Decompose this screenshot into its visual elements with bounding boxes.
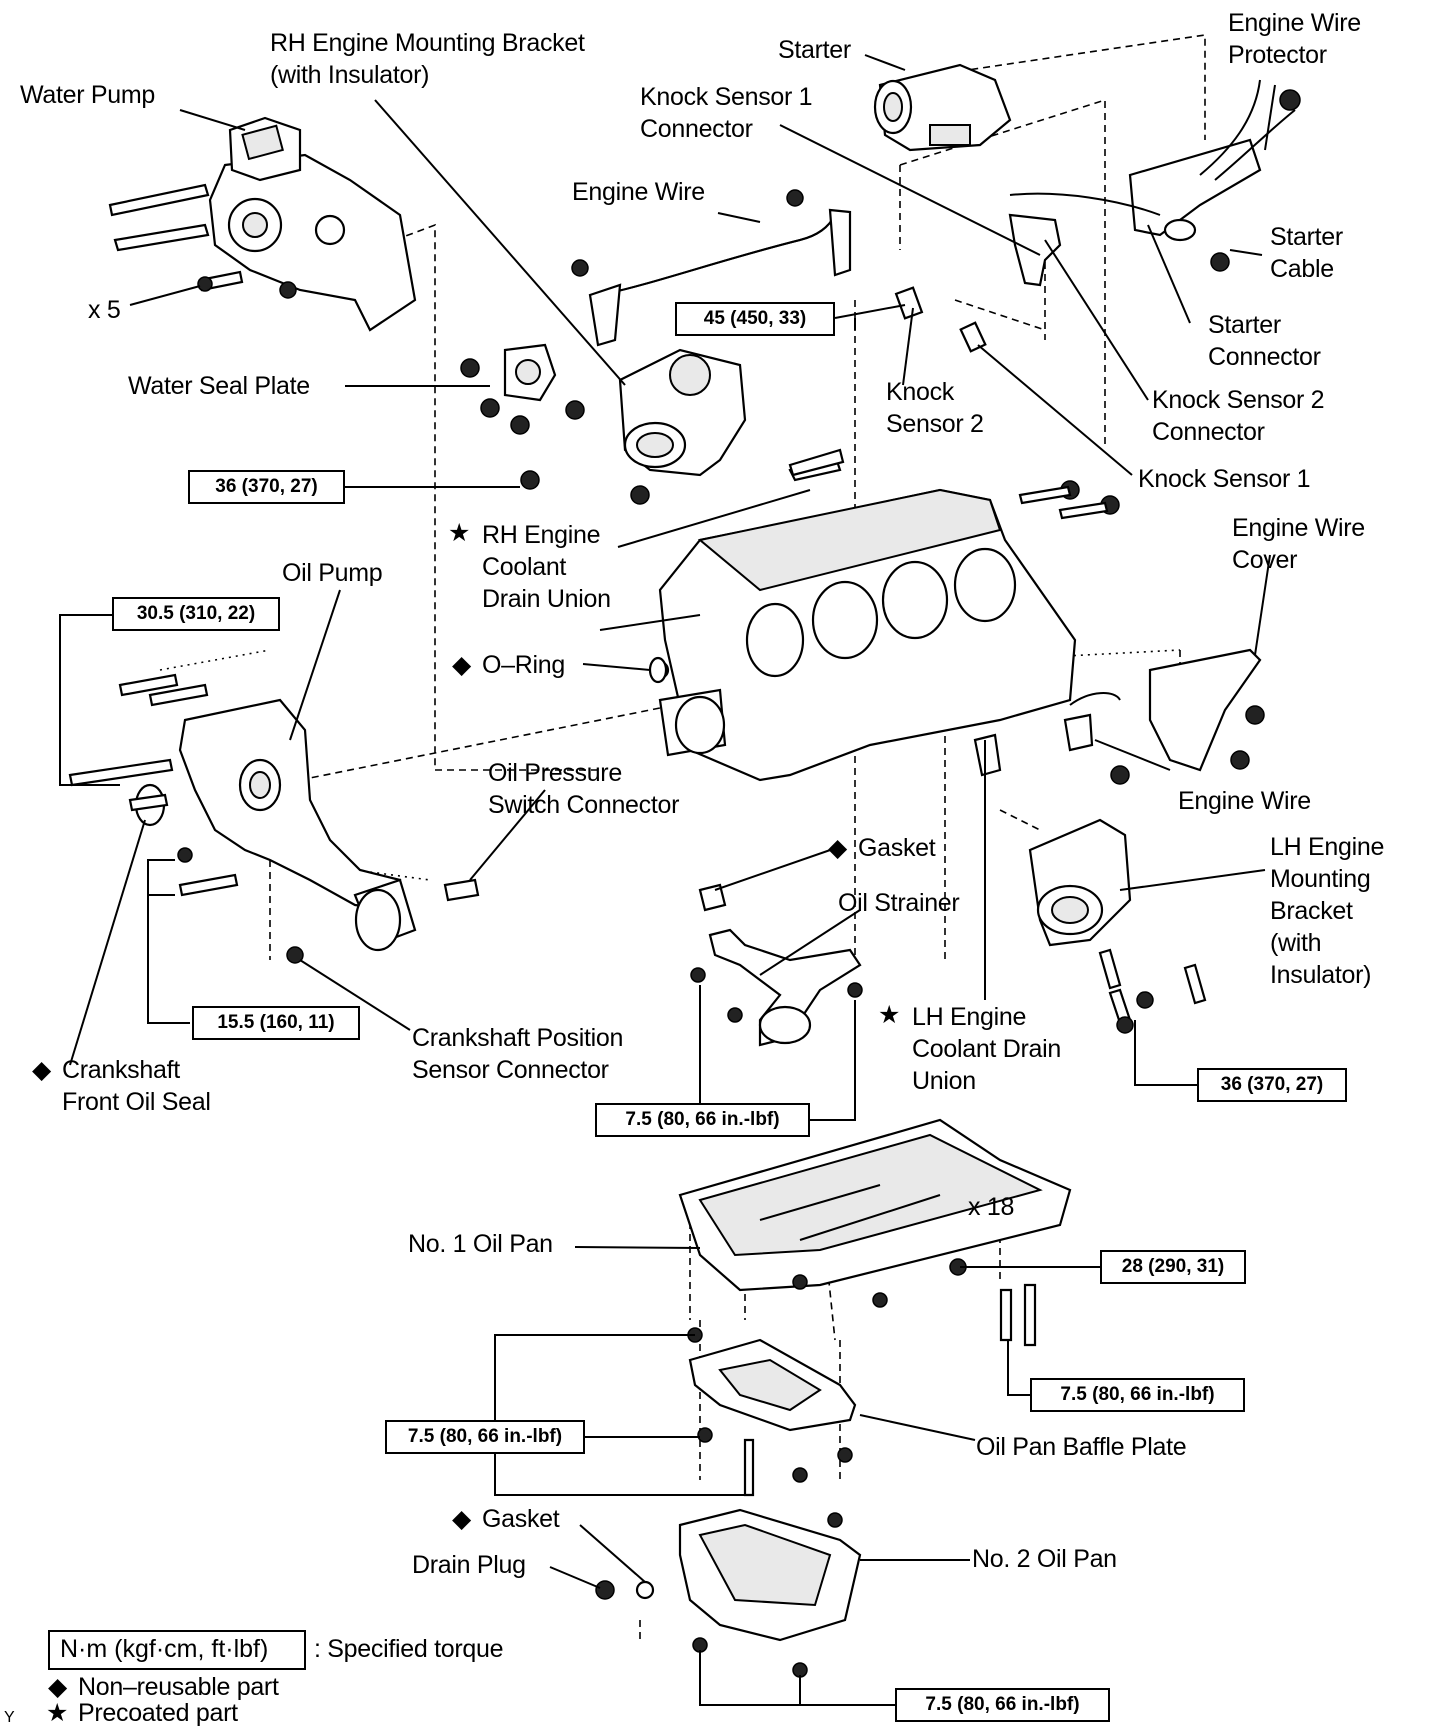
label-baffle-plate: Oil Pan Baffle Plate xyxy=(976,1433,1187,1461)
label-water-seal-plate: Water Seal Plate xyxy=(128,372,310,400)
label-gasket-bottom: Gasket xyxy=(482,1505,560,1533)
label-lh-coolant-line3: Union xyxy=(912,1067,976,1095)
label-lh-bracket-line4: (with xyxy=(1270,929,1322,957)
oil-pump-drawing xyxy=(68,673,480,964)
engine-wire-cover-drawing xyxy=(1063,648,1265,785)
label-rh-coolant-line3: Drain Union xyxy=(482,585,611,613)
lh-bracket-drawing xyxy=(1028,818,1207,1034)
label-starter-connector-line2: Connector xyxy=(1208,343,1321,371)
label-wire-cover-line2: Cover xyxy=(1232,546,1298,574)
label-oil-pressure-line2: Switch Connector xyxy=(488,791,680,819)
torque-36-rh: 36 (370, 27) xyxy=(188,470,345,504)
label-engine-wire-right: Engine Wire xyxy=(1178,787,1311,815)
torque-15-5: 15.5 (160, 11) xyxy=(192,1006,360,1040)
label-knock-sensor1: Knock Sensor 1 xyxy=(1138,465,1311,493)
torque-7-5-baffle: 7.5 (80, 66 in.-lbf) xyxy=(385,1420,585,1454)
engine-block-drawing xyxy=(599,453,1120,782)
torque-7-5-no2: 7.5 (80, 66 in.-lbf) xyxy=(895,1688,1110,1722)
label-ks2-connector-line2: Connector xyxy=(1152,418,1265,446)
water-seal-plate-drawing xyxy=(460,343,557,490)
label-rh-bracket-line1: RH Engine Mounting Bracket xyxy=(270,29,585,57)
legend-torque-desc: : Specified torque xyxy=(314,1635,504,1663)
label-ks2-connector-line1: Knock Sensor 2 xyxy=(1152,386,1325,414)
label-wire-protector-line1: Engine Wire xyxy=(1228,9,1361,37)
diamond-gasket-bottom: ◆ xyxy=(452,1505,471,1533)
label-lh-coolant-line1: LH Engine xyxy=(912,1003,1027,1031)
label-wire-protector-line2: Protector xyxy=(1228,41,1327,69)
corner-mark: Y xyxy=(4,1709,15,1726)
label-water-pump: Water Pump xyxy=(20,81,156,109)
label-knock-sensor2-line2: Sensor 2 xyxy=(886,410,984,438)
label-o-ring: O–Ring xyxy=(482,651,565,679)
torque-brackets xyxy=(59,304,1197,1706)
legend-star: ★ xyxy=(46,1699,69,1727)
rh-bracket-drawing xyxy=(565,348,747,505)
star-rh-coolant: ★ xyxy=(448,519,471,547)
torque-7-5-pan: 7.5 (80, 66 in.-lbf) xyxy=(1030,1378,1245,1412)
label-gasket-top: Gasket xyxy=(858,834,936,862)
label-oil-strainer: Oil Strainer xyxy=(838,889,960,917)
diamond-gasket-top: ◆ xyxy=(828,834,847,862)
starter-drawing xyxy=(873,63,1012,152)
baffle-plate-drawing xyxy=(687,1327,857,1497)
label-no1-oil-pan: No. 1 Oil Pan xyxy=(408,1230,553,1258)
label-lh-bracket-line1: LH Engine xyxy=(1270,833,1385,861)
diamond-crank-seal: ◆ xyxy=(32,1056,51,1084)
legend-torque-box: N·m (kgf·cm, ft·lbf) xyxy=(48,1630,306,1670)
label-lh-coolant-line2: Coolant Drain xyxy=(912,1035,1061,1063)
label-crank-seal-line2: Front Oil Seal xyxy=(62,1088,211,1116)
wire-protector-drawing xyxy=(1009,79,1301,272)
diamond-o-ring: ◆ xyxy=(452,651,471,679)
torque-30-5: 30.5 (310, 22) xyxy=(112,597,280,631)
label-starter-connector-line1: Starter xyxy=(1208,311,1281,339)
label-crank-pos-line1: Crankshaft Position xyxy=(412,1024,624,1052)
label-rh-coolant-line2: Coolant xyxy=(482,553,567,581)
label-no2-oil-pan: No. 2 Oil Pan xyxy=(972,1545,1117,1573)
oil-strainer-drawing xyxy=(690,883,863,1047)
torque-28: 28 (290, 31) xyxy=(1100,1250,1246,1284)
label-starter: Starter xyxy=(778,36,851,64)
label-engine-wire-top: Engine Wire xyxy=(572,178,705,206)
torque-7-5-strainer: 7.5 (80, 66 in.-lbf) xyxy=(595,1103,810,1137)
label-crank-pos-line2: Sensor Connector xyxy=(412,1056,609,1084)
label-lh-bracket-line2: Mounting xyxy=(1270,865,1371,893)
label-x18: x 18 xyxy=(968,1193,1015,1221)
label-oil-pump: Oil Pump xyxy=(282,559,383,587)
label-rh-bracket-line2: (with Insulator) xyxy=(270,61,430,89)
label-starter-cable-line2: Cable xyxy=(1270,255,1334,283)
torque-36-lh: 36 (370, 27) xyxy=(1197,1068,1347,1102)
label-oil-pressure-line1: Oil Pressure xyxy=(488,759,622,787)
no2-oil-pan-drawing xyxy=(595,1508,862,1678)
water-pump-drawing xyxy=(108,116,417,332)
leader-lines xyxy=(69,54,1276,1589)
knock-sensor-drawing xyxy=(894,213,1062,353)
star-lh-coolant: ★ xyxy=(878,1001,901,1029)
label-ks1-connector-line2: Connector xyxy=(640,115,753,143)
label-knock-sensor2-line1: Knock xyxy=(886,378,954,406)
label-rh-coolant-line1: RH Engine xyxy=(482,521,601,549)
label-crank-seal-line1: Crankshaft xyxy=(62,1056,180,1084)
legend-non-reusable: Non–reusable part xyxy=(78,1673,279,1701)
label-starter-cable-line1: Starter xyxy=(1270,223,1343,251)
label-lh-bracket-line3: Bracket xyxy=(1270,897,1353,925)
legend-precoated: Precoated part xyxy=(78,1699,238,1727)
label-drain-plug: Drain Plug xyxy=(412,1551,526,1579)
label-lh-bracket-line5: Insulator) xyxy=(1270,961,1372,989)
no1-oil-pan-drawing xyxy=(678,1118,1072,1347)
label-wire-cover-line1: Engine Wire xyxy=(1232,514,1365,542)
label-ks1-connector-line1: Knock Sensor 1 xyxy=(640,83,813,111)
engine-wire-top-drawing xyxy=(571,189,852,347)
label-x5: x 5 xyxy=(88,296,121,324)
legend-diamond: ◆ xyxy=(48,1673,67,1701)
torque-45: 45 (450, 33) xyxy=(675,302,835,336)
